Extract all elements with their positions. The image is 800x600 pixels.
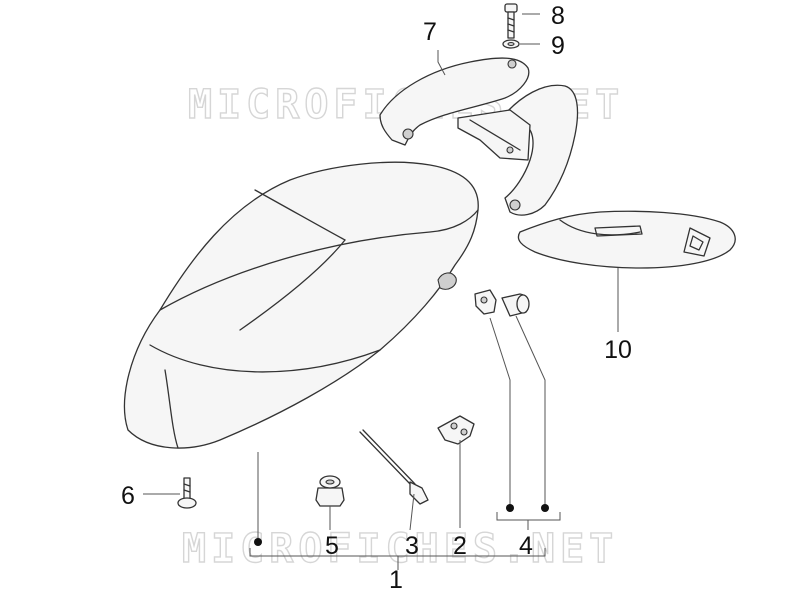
callout-7: 7 xyxy=(423,18,437,46)
latch-part-4 xyxy=(474,289,530,317)
seat-part xyxy=(123,161,479,449)
clip-part-2 xyxy=(437,415,475,445)
leader-lines xyxy=(143,13,619,570)
callout-10: 10 xyxy=(604,336,632,364)
callout-3: 3 xyxy=(405,532,419,560)
callout-8: 8 xyxy=(551,2,565,30)
screw-part-8 xyxy=(504,3,518,39)
seat-cover-part xyxy=(517,210,736,269)
cable-tie-part-3 xyxy=(359,429,429,505)
leader-dots xyxy=(254,504,549,546)
buffer-part-5 xyxy=(315,475,345,507)
washer-part-9 xyxy=(502,39,520,49)
callout-4: 4 xyxy=(519,532,533,560)
screw-part-6 xyxy=(177,477,197,509)
callout-5: 5 xyxy=(325,532,339,560)
callout-1: 1 xyxy=(389,566,403,594)
grab-rail-part xyxy=(379,57,579,216)
callout-6: 6 xyxy=(121,482,135,510)
callout-9: 9 xyxy=(551,32,565,60)
callout-2: 2 xyxy=(453,532,467,560)
